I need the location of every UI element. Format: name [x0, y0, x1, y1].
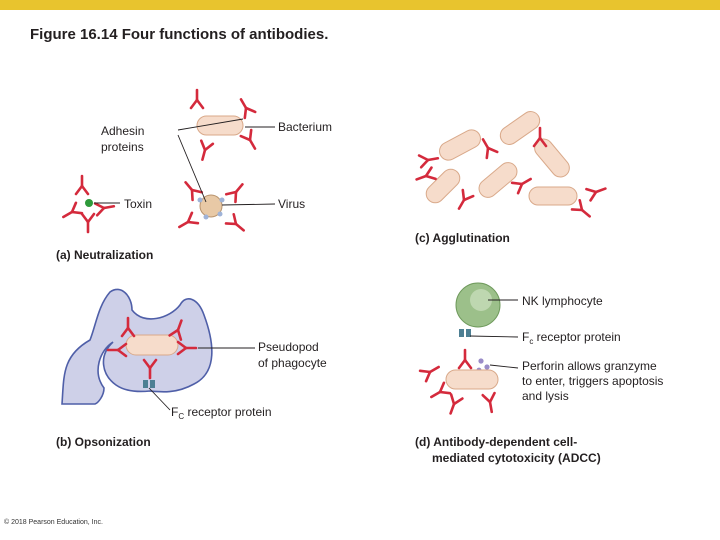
label-pseudopod-line1: Pseudopod: [258, 340, 319, 354]
label-fc-receptor-d: Fc receptor protein: [522, 330, 621, 346]
label-nk-lymphocyte: NK lymphocyte: [522, 294, 603, 308]
label-virus: Virus: [278, 197, 305, 211]
label-adhesin-line2: proteins: [101, 140, 144, 154]
fc-receptor-d: [459, 329, 464, 337]
label-perforin-line1: Perforin allows granzyme: [522, 359, 657, 373]
bacterium-c2: [499, 111, 541, 145]
label-adhesin-line1: Adhesin: [101, 124, 144, 138]
label-perforin-line3: and lysis: [522, 389, 569, 403]
label-pseudopod-line2: of phagocyte: [258, 356, 327, 370]
label-bacterium: Bacterium: [278, 120, 332, 134]
label-perforin-line2: to enter, triggers apoptosis: [522, 374, 663, 388]
label-toxin: Toxin: [124, 197, 152, 211]
panel-d-adcc: NK lymphocyte Fc receptor protein Perfor…: [415, 282, 663, 465]
caption-adcc-line1: (d) Antibody-dependent cell-: [415, 435, 577, 449]
perforin-granule: [478, 358, 484, 364]
copyright-notice: © 2018 Pearson Education, Inc.: [4, 519, 103, 526]
caption-neutralization: (a) Neutralization: [56, 248, 153, 262]
figure-title: Figure 16.14 Four functions of antibodie…: [30, 26, 329, 43]
caption-opsonization: (b) Opsonization: [56, 435, 151, 449]
top-accent-bar: [0, 0, 720, 10]
bacterium-c6: [528, 186, 578, 206]
target-cell-d: [445, 369, 499, 390]
toxin-molecule: [85, 199, 93, 207]
fc-receptor-b: [143, 380, 148, 388]
bacterium-c1: [439, 129, 481, 161]
panel-a-neutralization: Adhesin proteins Bacterium Toxin Virus (…: [56, 88, 332, 262]
caption-adcc-line2: mediated cytotoxicity (ADCC): [432, 451, 601, 465]
caption-agglutination: (c) Agglutination: [415, 231, 510, 245]
label-fc-receptor-b: FC receptor protein: [171, 405, 272, 421]
panel-c-agglutination: (c) Agglutination: [413, 111, 609, 245]
panel-b-opsonization: Pseudopod of phagocyte FC receptor prote…: [56, 288, 327, 449]
bacterium-c5: [478, 162, 518, 198]
nk-nucleus: [470, 289, 492, 311]
bacterium-b: [125, 334, 179, 356]
